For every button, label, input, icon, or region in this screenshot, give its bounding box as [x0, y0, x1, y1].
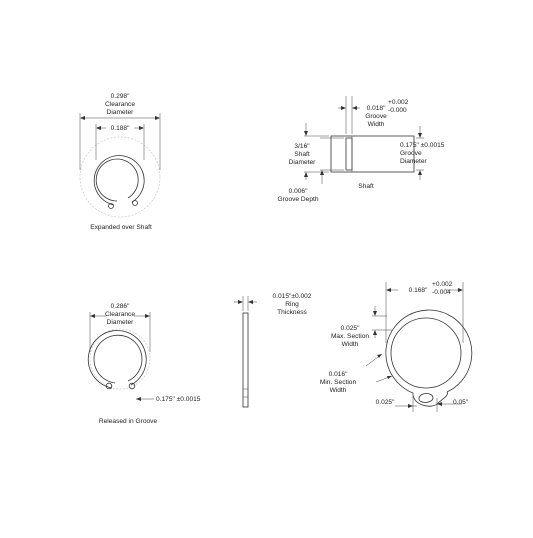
arrowhead	[341, 106, 346, 110]
groove-width-value: 0.018"	[367, 105, 387, 112]
arrowhead	[320, 170, 324, 175]
arrowhead	[386, 288, 391, 292]
ring-thickness-label: Thickness	[277, 309, 307, 316]
clearance-circle	[79, 136, 161, 218]
groove-diameter-label: Groove	[400, 150, 422, 157]
ring-inner-outline	[95, 158, 139, 202]
shaft-body	[330, 135, 415, 173]
lug-hole-left	[105, 382, 113, 390]
arrowhead	[437, 402, 442, 406]
groove-diameter-value: 0.175" ±0.0015	[400, 142, 445, 149]
arrowhead	[352, 106, 357, 110]
view-caption: Shaft	[358, 183, 374, 190]
lug-outline	[412, 391, 448, 407]
groove-depth-label: Groove Depth	[277, 196, 318, 203]
arrowhead	[80, 116, 85, 120]
bottom-width-value: 0.025"	[376, 399, 396, 406]
arrowhead	[373, 311, 377, 316]
ring-inner-outline	[390, 317, 462, 389]
view-caption: Released in Groove	[99, 418, 158, 425]
expanded-view: 0.298" Clearance Diameter 0.188" Expande…	[79, 93, 161, 231]
clearance-label: Diameter	[107, 109, 135, 116]
shaft-groove	[345, 137, 353, 171]
bottom-gap-value: 0.05"	[453, 399, 469, 406]
arrowhead	[373, 330, 377, 335]
shaft-diameter-value: 3/16"	[294, 143, 310, 150]
max-section-label: Width	[342, 341, 359, 348]
width-value: 0.168"	[409, 287, 429, 294]
groove-diameter-value: 0.175" ±0.0015	[156, 396, 201, 403]
thickness-view: 0.015"±0.002 Ring Thickness	[234, 293, 312, 408]
ring-thickness-label: Ring	[285, 301, 299, 308]
ring-edge-profile	[242, 312, 249, 408]
released-view: 0.286" Clearance Diameter 0.175" ±0.0015…	[87, 303, 201, 425]
width-tolerance: -0.004	[432, 289, 451, 296]
view-caption: Expanded over Shaft	[90, 224, 152, 231]
arrowhead	[145, 314, 150, 318]
arrowhead	[408, 404, 413, 408]
arrowhead	[90, 314, 95, 318]
ring-outline	[87, 330, 147, 389]
max-section-label: Max. Section	[331, 333, 369, 340]
clearance-label: Clearance	[105, 101, 135, 108]
ring-inner-outline	[93, 334, 143, 384]
ring-outline	[93, 155, 145, 206]
arrowhead	[377, 354, 382, 358]
arrowhead	[304, 172, 308, 177]
detail-view: 0.168" +0.002 -0.004 0.025" Max. Section…	[320, 281, 473, 412]
ring-thickness-value: 0.015"±0.002	[273, 293, 312, 300]
width-tolerance: +0.002	[432, 281, 453, 288]
arrowhead	[387, 376, 392, 379]
arrowhead	[96, 126, 101, 130]
groove-width-label: Groove	[365, 113, 387, 120]
lug-hole	[418, 393, 434, 403]
arrowhead	[418, 133, 422, 138]
clearance-circle	[89, 328, 151, 390]
clearance-value: 0.286"	[111, 303, 131, 310]
clearance-label: Clearance	[105, 311, 135, 318]
arrowhead	[136, 397, 141, 401]
arrowhead	[304, 131, 308, 136]
arrowhead	[418, 170, 422, 175]
arrowhead	[458, 288, 463, 292]
min-section-label: Width	[330, 387, 347, 394]
groove-width-tolerance: -0.000	[388, 107, 407, 114]
groove-width-label: Width	[368, 121, 385, 128]
clearance-value: 0.298"	[111, 93, 131, 100]
arrowhead	[155, 116, 160, 120]
arrowhead	[248, 300, 253, 304]
arrowhead	[139, 126, 144, 130]
lug-hole-left	[108, 203, 114, 209]
clearance-label: Diameter	[107, 319, 135, 326]
groove-depth-value: 0.006"	[289, 188, 309, 195]
ring-outline	[385, 309, 473, 394]
min-section-value: 0.016"	[329, 371, 349, 378]
lug-hole-right	[132, 200, 138, 206]
max-section-value: 0.025"	[341, 325, 361, 332]
groove-width-tolerance: +0.002	[388, 99, 409, 106]
shaft-diameter-label: Diameter	[289, 159, 317, 166]
groove-diameter-label: Diameter	[400, 158, 428, 165]
min-section-label: Min. Section	[320, 379, 357, 386]
shaft-view: 0.018" Groove Width +0.002 -0.000 3/16" …	[277, 96, 445, 203]
lug-hole-right	[128, 382, 136, 390]
shaft-diameter-label: Shaft	[294, 151, 310, 158]
arrowhead	[238, 300, 243, 304]
inner-diameter-value: 0.188"	[111, 125, 131, 132]
